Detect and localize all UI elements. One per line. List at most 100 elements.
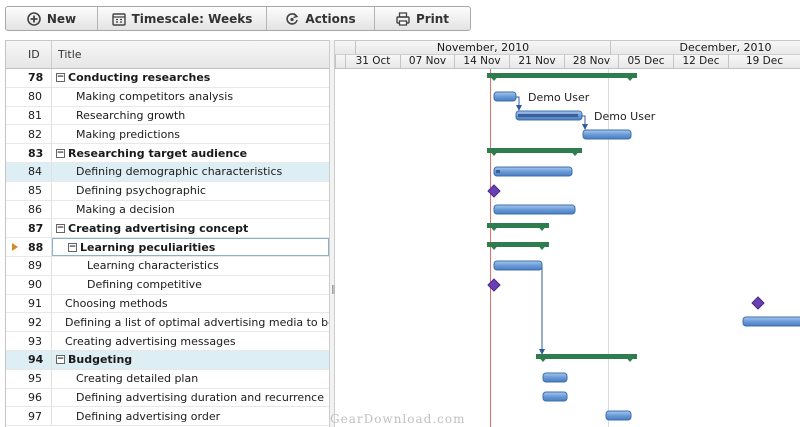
milestone-91[interactable]	[751, 296, 765, 310]
task-bar-80[interactable]	[493, 91, 517, 102]
cell-title[interactable]: Making a decision	[52, 201, 329, 219]
cell-id[interactable]: 87	[6, 219, 52, 238]
cell-title[interactable]: −Creating advertising concept	[52, 219, 329, 237]
cell-id[interactable]: 94	[6, 350, 52, 369]
cell-id[interactable]: 80	[6, 87, 52, 106]
cell-id[interactable]: 97	[6, 407, 52, 426]
print-button[interactable]: Print	[375, 7, 470, 30]
toolbar-button-group: New Timescale: Weeks Actions Print	[5, 6, 471, 31]
task-bar-92[interactable]	[742, 316, 800, 327]
task-bar-81[interactable]	[515, 110, 583, 121]
summary-bar-88[interactable]	[487, 242, 549, 250]
cell-title[interactable]: Choosing methods	[52, 295, 329, 313]
cell-id[interactable]: 90	[6, 275, 52, 294]
cell-title[interactable]: Learning characteristics	[52, 257, 329, 275]
cell-id[interactable]: 83	[6, 144, 52, 162]
table-row[interactable]: 87−Creating advertising concept	[6, 219, 329, 239]
cell-id[interactable]: 84	[6, 162, 52, 181]
table-row[interactable]: 95 Creating detailed plan	[6, 369, 329, 389]
toolbar: New Timescale: Weeks Actions Print	[0, 0, 800, 38]
pane-splitter[interactable]: ‖	[329, 40, 336, 427]
week-14nov: 14 Nov	[454, 55, 509, 68]
task-title-text: Budgeting	[68, 353, 133, 367]
task-bar-82[interactable]	[582, 129, 632, 140]
cell-title[interactable]: Defining psychographic	[52, 182, 329, 200]
summary-bar-83[interactable]	[487, 148, 582, 156]
table-row[interactable]: 85 Defining psychographic	[6, 181, 329, 201]
cell-id[interactable]: 82	[6, 125, 52, 144]
gantt-bars	[487, 73, 800, 421]
task-bar-84[interactable]	[493, 166, 573, 177]
cell-title[interactable]: −Budgeting	[52, 351, 329, 369]
new-button[interactable]: New	[6, 7, 98, 30]
table-row[interactable]: 83−Researching target audience	[6, 144, 329, 163]
task-bar-89[interactable]	[493, 260, 543, 271]
cell-title[interactable]: Making competitors analysis	[52, 88, 329, 106]
cell-title[interactable]: Defining a list of optimal advertising m…	[52, 313, 329, 331]
timescale-button[interactable]: Timescale: Weeks	[98, 7, 267, 30]
cell-id[interactable]: 78	[6, 69, 52, 87]
collapse-toggle-icon[interactable]: −	[68, 241, 77, 252]
table-row[interactable]: 78−Conducting researches	[6, 69, 329, 88]
collapse-toggle-icon[interactable]: −	[56, 72, 65, 83]
milestone-90[interactable]	[487, 278, 501, 292]
task-title-text: Making a decision	[76, 202, 175, 216]
task-bar-95[interactable]	[542, 372, 568, 383]
task-title-text: Creating detailed plan	[76, 372, 199, 386]
cell-id[interactable]: 85	[6, 181, 52, 200]
cell-id[interactable]: 86	[6, 200, 52, 219]
collapse-toggle-icon[interactable]: −	[56, 147, 65, 158]
cell-title[interactable]: Creating advertising messages	[52, 332, 329, 350]
table-row[interactable]: 86 Making a decision	[6, 200, 329, 220]
cell-title[interactable]: Creating detailed plan	[52, 370, 329, 388]
column-header-id[interactable]: ID	[6, 41, 52, 68]
cell-id[interactable]: 81	[6, 106, 52, 125]
collapse-toggle-icon[interactable]: −	[56, 354, 65, 365]
task-bar-86[interactable]	[493, 204, 576, 215]
month-header: November, 2010 December, 2010	[335, 40, 800, 55]
table-row[interactable]: 94−Budgeting	[6, 350, 329, 370]
cell-id[interactable]: 96	[6, 388, 52, 407]
cell-id[interactable]: 89	[6, 256, 52, 275]
current-row-marker-icon	[12, 243, 18, 252]
cell-title[interactable]: Defining competitive	[52, 276, 329, 294]
cell-id[interactable]: 93	[6, 332, 52, 350]
cell-title[interactable]: −Researching target audience	[52, 144, 329, 162]
summary-bar-94[interactable]	[536, 354, 637, 362]
task-title-text: Defining psychographic	[76, 184, 206, 198]
task-bar-97[interactable]	[605, 410, 632, 421]
cell-id[interactable]: 88	[6, 238, 52, 256]
week-header: 31 Oct 07 Nov 14 Nov 21 Nov 28 Nov 05 De…	[335, 55, 800, 69]
month-november: November, 2010	[355, 41, 610, 55]
actions-button[interactable]: Actions	[267, 7, 375, 30]
column-header-title[interactable]: Title	[58, 48, 82, 61]
table-row[interactable]: 88−Learning peculiarities	[6, 238, 329, 257]
milestone-85[interactable]	[487, 184, 501, 198]
cell-title[interactable]: −Conducting researches	[52, 69, 329, 87]
cell-title[interactable]: Researching growth	[52, 107, 329, 125]
cell-id[interactable]: 91	[6, 294, 52, 313]
cell-title[interactable]: −Learning peculiarities	[52, 238, 329, 256]
summary-bar-87[interactable]	[487, 223, 549, 231]
collapse-toggle-icon[interactable]: −	[56, 222, 65, 233]
cell-title[interactable]: Making predictions	[52, 125, 329, 143]
cell-id[interactable]: 92	[6, 313, 52, 332]
cell-title[interactable]: Defining demographic characteristics	[52, 163, 329, 181]
cell-title[interactable]: Defining advertising duration and recurr…	[52, 389, 329, 407]
cell-id[interactable]: 95	[6, 369, 52, 388]
cell-title[interactable]: Defining advertising order	[52, 407, 329, 425]
summary-bar-78[interactable]	[487, 73, 637, 81]
task-bar-96[interactable]	[542, 391, 568, 402]
